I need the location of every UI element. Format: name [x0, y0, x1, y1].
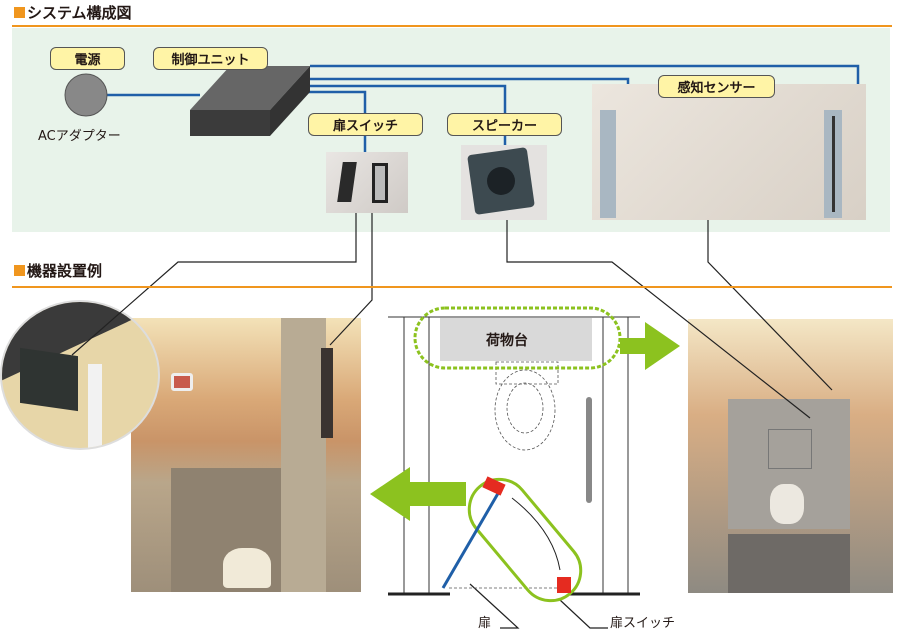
installation-photo-left	[131, 318, 361, 592]
floor-plan	[370, 306, 680, 603]
system-section-title: システム構成図	[14, 2, 132, 23]
door-switch-marker	[482, 476, 506, 496]
divider	[12, 286, 892, 288]
door-switch-closeup-photo	[0, 300, 160, 450]
door-switch-marker	[557, 577, 571, 593]
door-switch-tag: 扉スイッチ	[308, 113, 423, 136]
orange-square-icon	[14, 7, 25, 18]
door-switch-label: 扉スイッチ	[610, 616, 676, 631]
wire-sensor-2	[310, 77, 630, 84]
divider	[12, 25, 892, 27]
system-title-text: システム構成図	[27, 4, 132, 22]
door-leaf	[441, 489, 502, 589]
sensor-tag: 感知センサー	[658, 75, 775, 98]
power-tag: 電源	[50, 47, 125, 70]
ac-adapter-shape	[64, 73, 108, 117]
arrow-right-icon	[620, 322, 680, 370]
door-highlight	[467, 477, 583, 603]
sensor-photo	[592, 84, 866, 220]
arrow-left-icon	[370, 467, 466, 521]
control-unit-shape	[190, 66, 310, 136]
speaker-tag: スピーカー	[447, 113, 562, 136]
installation-title-text: 機器設置例	[27, 262, 103, 280]
leader-lines	[71, 213, 833, 629]
control-unit-tag: 制御ユニット	[153, 47, 268, 70]
shelf-label: 荷物台	[486, 333, 528, 349]
installation-section-title: 機器設置例	[14, 260, 102, 281]
orange-square-icon	[14, 265, 25, 276]
door-label: 扉	[478, 616, 492, 631]
wire-sensor-1	[310, 64, 860, 84]
shelf	[440, 318, 592, 361]
speaker-photo	[461, 145, 547, 220]
ac-adapter-label: ACアダプター	[38, 129, 121, 144]
door-switch-photo	[326, 152, 408, 213]
installation-photo-right	[688, 319, 893, 593]
